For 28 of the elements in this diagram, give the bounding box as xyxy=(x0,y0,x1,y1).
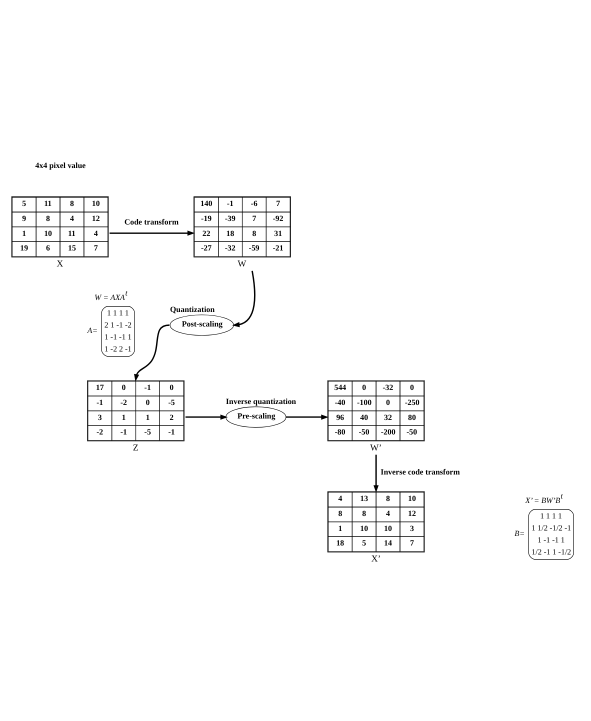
label: A= xyxy=(87,325,98,334)
node-label: Z xyxy=(132,442,138,452)
label: B= xyxy=(514,528,525,538)
node-label: Quantization xyxy=(170,304,215,314)
node-label: X’ xyxy=(371,553,381,564)
arrow xyxy=(232,270,256,327)
node-label: W’ xyxy=(370,442,382,452)
label: 1/2 -1 1 -1/2 xyxy=(532,546,572,556)
label: 1 -1 -1 1 xyxy=(104,332,132,341)
label: 1 1 1 1 xyxy=(540,511,562,520)
label: 1 1/2 -1/2 -1 xyxy=(532,523,572,532)
arrow xyxy=(373,454,379,492)
node-label: W xyxy=(238,258,246,268)
label: 4x4 pixel value xyxy=(35,160,86,170)
node-ellipse: Pre-scaling xyxy=(226,406,286,428)
arrow xyxy=(110,230,195,236)
label: 1 -1 -1 1 xyxy=(538,534,565,544)
label: 2 1 -1 -2 xyxy=(104,320,132,330)
node-label: X xyxy=(56,258,64,268)
arrow xyxy=(186,414,228,420)
label: 1 1 1 1 xyxy=(107,308,129,318)
label: 1 -2 2 -1 xyxy=(104,344,132,353)
node-ellipse: Post-scaling xyxy=(170,314,234,336)
arrow xyxy=(134,324,170,382)
arrow xyxy=(286,414,329,420)
node-label: Inverse quantization xyxy=(226,396,296,406)
edge-label: Inverse code transform xyxy=(380,466,460,476)
edge-label: Code transform xyxy=(124,216,179,226)
